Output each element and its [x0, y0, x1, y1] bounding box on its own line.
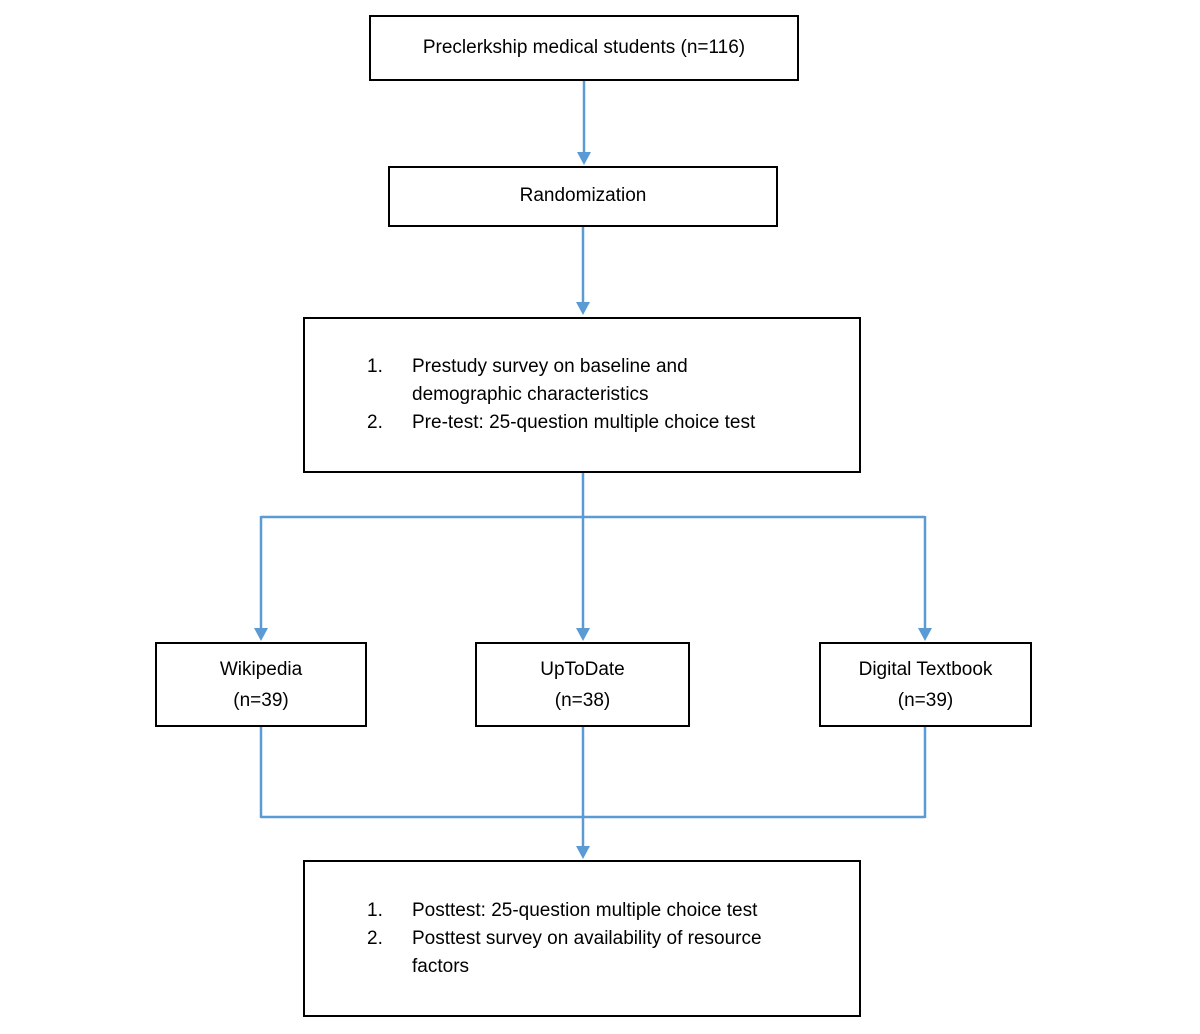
- arm-uptodate-count: (n=38): [554, 689, 611, 711]
- node-arm-wikipedia: Wikipedia (n=39): [155, 642, 367, 727]
- prestudy-list: 1. Prestudy survey on baseline and demog…: [305, 353, 859, 437]
- node-enrollment: Preclerkship medical students (n=116): [369, 15, 799, 81]
- node-randomization: Randomization: [388, 166, 778, 227]
- edge-arms-to-posttest-converge: [259, 727, 927, 859]
- edge-prestudy-to-arms-branch: [254, 473, 932, 641]
- list-marker: 1.: [367, 356, 383, 377]
- node-arm-digital-textbook: Digital Textbook (n=39): [819, 642, 1032, 727]
- list-text: Prestudy survey on baseline and demograp…: [412, 356, 688, 405]
- arm-wikipedia-count: (n=39): [233, 689, 289, 711]
- arm-digital-textbook-count: (n=39): [897, 689, 954, 711]
- list-text: Posttest: 25-question multiple choice te…: [412, 899, 758, 921]
- posttest-list-item-2: 2. Posttest survey on availability of re…: [367, 925, 849, 981]
- list-marker: 2.: [367, 927, 383, 949]
- prestudy-list-item-2: 2. Pre-test: 25-question multiple choice…: [367, 409, 849, 437]
- posttest-list: 1. Posttest: 25-question multiple choice…: [305, 897, 859, 981]
- arm-uptodate-label: UpToDate: [540, 658, 625, 680]
- arm-wikipedia-label: Wikipedia: [219, 658, 303, 680]
- list-marker: 2.: [367, 412, 383, 433]
- list-text: Posttest survey on availability of resou…: [412, 927, 762, 977]
- arm-digital-textbook-label: Digital Textbook: [858, 658, 993, 680]
- node-posttest: 1. Posttest: 25-question multiple choice…: [303, 860, 861, 1017]
- edge-randomization-to-prestudy-arrow: [576, 227, 590, 315]
- node-prestudy: 1. Prestudy survey on baseline and demog…: [303, 317, 861, 473]
- node-enrollment-label: Preclerkship medical students (n=116): [422, 36, 746, 58]
- node-arm-uptodate: UpToDate (n=38): [475, 642, 690, 727]
- list-marker: 1.: [367, 899, 383, 921]
- list-text: Pre-test: 25-question multiple choice te…: [412, 412, 756, 433]
- node-randomization-label: Randomization: [519, 185, 647, 207]
- edge-enrollment-to-randomization-arrow: [577, 81, 591, 165]
- prestudy-list-item-1: 1. Prestudy survey on baseline and demog…: [367, 353, 849, 409]
- posttest-list-item-1: 1. Posttest: 25-question multiple choice…: [367, 897, 849, 925]
